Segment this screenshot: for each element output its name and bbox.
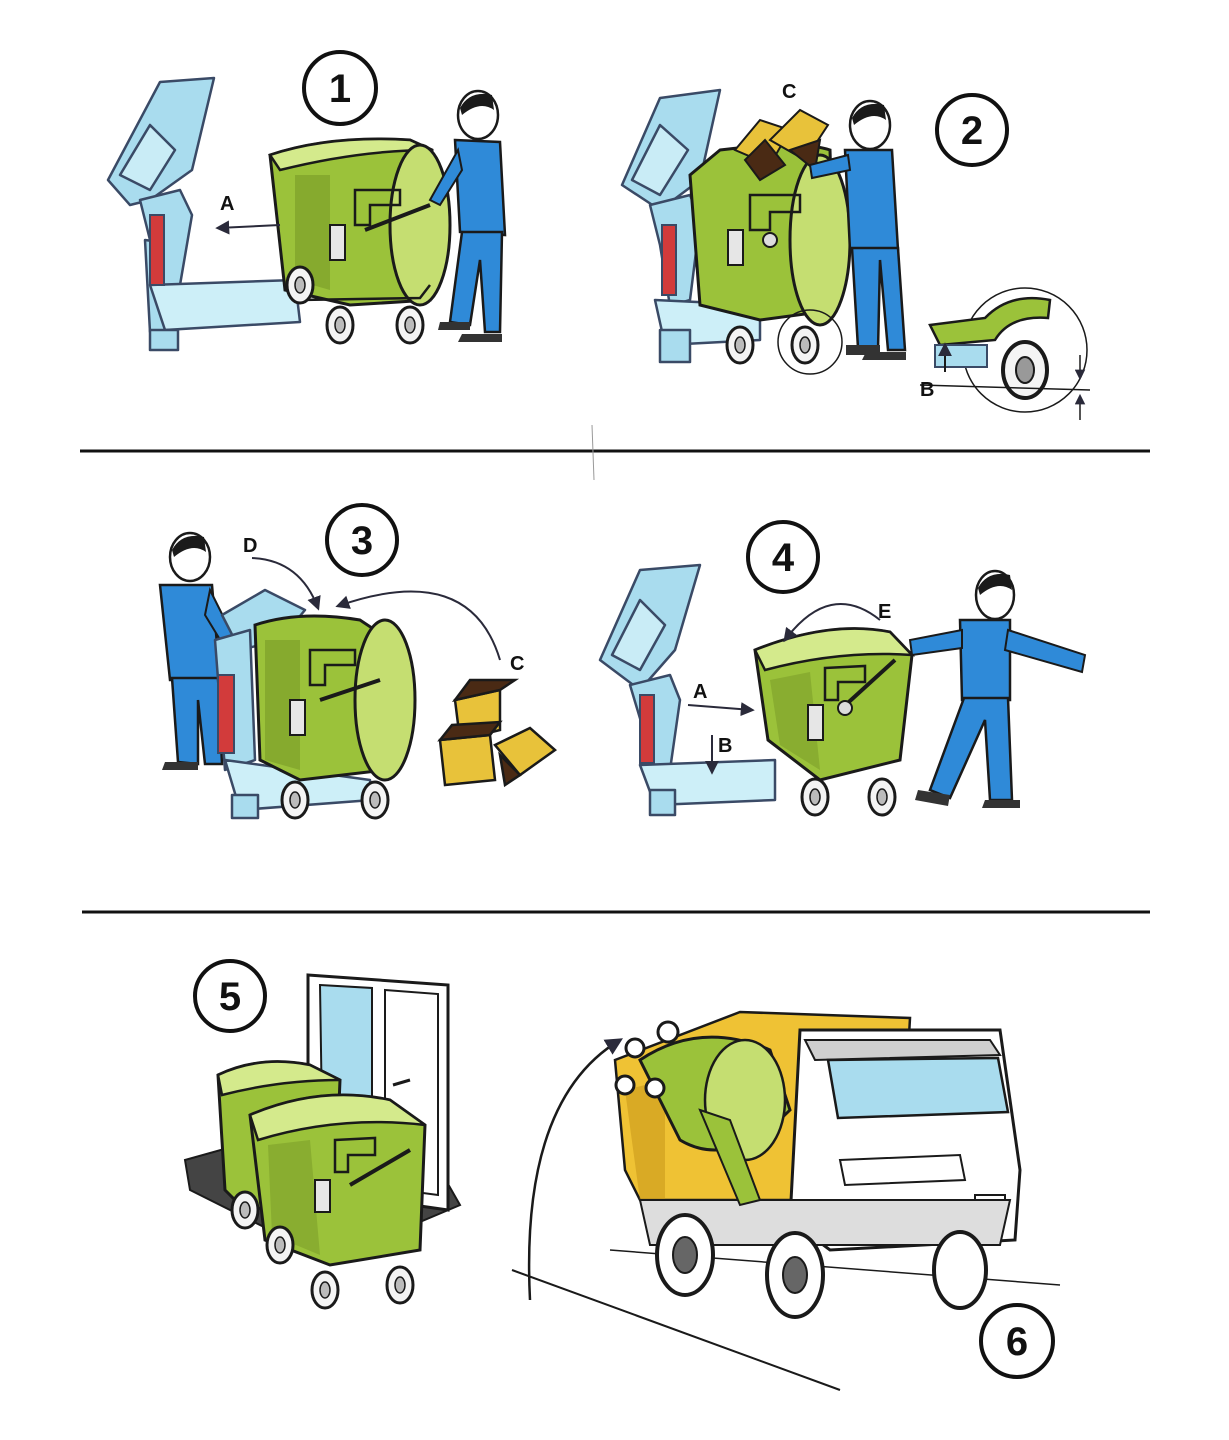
faint-center-mark xyxy=(591,424,595,481)
label-b: B xyxy=(718,735,732,757)
hydraulic-cylinder xyxy=(661,224,677,296)
lifting-frame-icon xyxy=(106,76,302,352)
label-c: C xyxy=(510,653,524,675)
step-5-number: 5 xyxy=(219,975,241,1019)
arrow-a xyxy=(215,220,281,235)
step-1-badge xyxy=(302,50,378,126)
step-4-badge xyxy=(746,520,820,594)
label-c: C xyxy=(782,81,796,103)
step-6-badge xyxy=(979,1303,1055,1379)
hydraulic-cylinder xyxy=(639,694,655,764)
cardboard-boxes-icon xyxy=(437,678,558,788)
step-2-badge xyxy=(935,93,1009,167)
step-6-number: 6 xyxy=(1006,1320,1028,1364)
step-6-panel: 6 xyxy=(511,1010,1061,1391)
curved-arrow-icon xyxy=(251,557,321,611)
road-edge xyxy=(511,1269,841,1391)
cardboard-boxes-icon xyxy=(733,108,830,182)
wheel-detail-inset xyxy=(919,287,1091,420)
label-a: A xyxy=(693,681,707,703)
step-2-panel: C B 2 xyxy=(620,81,1091,420)
waste-bin-icon xyxy=(614,1020,792,1207)
step-4-panel: A B E 4 xyxy=(598,520,1087,817)
step-3-panel: D C 3 xyxy=(158,503,558,820)
step-5-badge xyxy=(193,959,267,1033)
arrow-a xyxy=(687,702,755,717)
step-4-number: 4 xyxy=(772,536,795,580)
waste-bin-icon xyxy=(268,137,452,345)
waste-bin-icon xyxy=(253,614,417,820)
hydraulic-cylinder xyxy=(149,214,165,286)
step-1-number: 1 xyxy=(329,67,351,111)
worker-icon xyxy=(808,99,907,360)
detail-circle-small xyxy=(777,309,843,375)
label-b: B xyxy=(920,379,934,401)
waste-bin-icon xyxy=(688,143,852,375)
step-5-panel: 5 xyxy=(183,959,462,1310)
lifting-frame-icon xyxy=(598,563,777,817)
step-3-number: 3 xyxy=(351,519,373,563)
hydraulic-cylinder xyxy=(217,674,235,754)
waste-bin-icon xyxy=(248,1093,427,1310)
worker-icon xyxy=(428,89,507,342)
curved-arrow-icon xyxy=(335,590,501,661)
step-3-badge xyxy=(325,503,399,577)
curved-arrow-icon xyxy=(783,603,881,643)
label-a: A xyxy=(220,193,234,215)
curved-arrow-icon xyxy=(527,1038,623,1301)
waste-bin-icon xyxy=(753,627,916,817)
label-e: E xyxy=(878,601,891,623)
step-2-number: 2 xyxy=(961,109,983,153)
worker-icon xyxy=(908,569,1087,808)
step-1-panel: A 1 xyxy=(106,50,507,352)
label-d: D xyxy=(243,535,257,557)
lifting-frame-icon xyxy=(213,588,374,820)
